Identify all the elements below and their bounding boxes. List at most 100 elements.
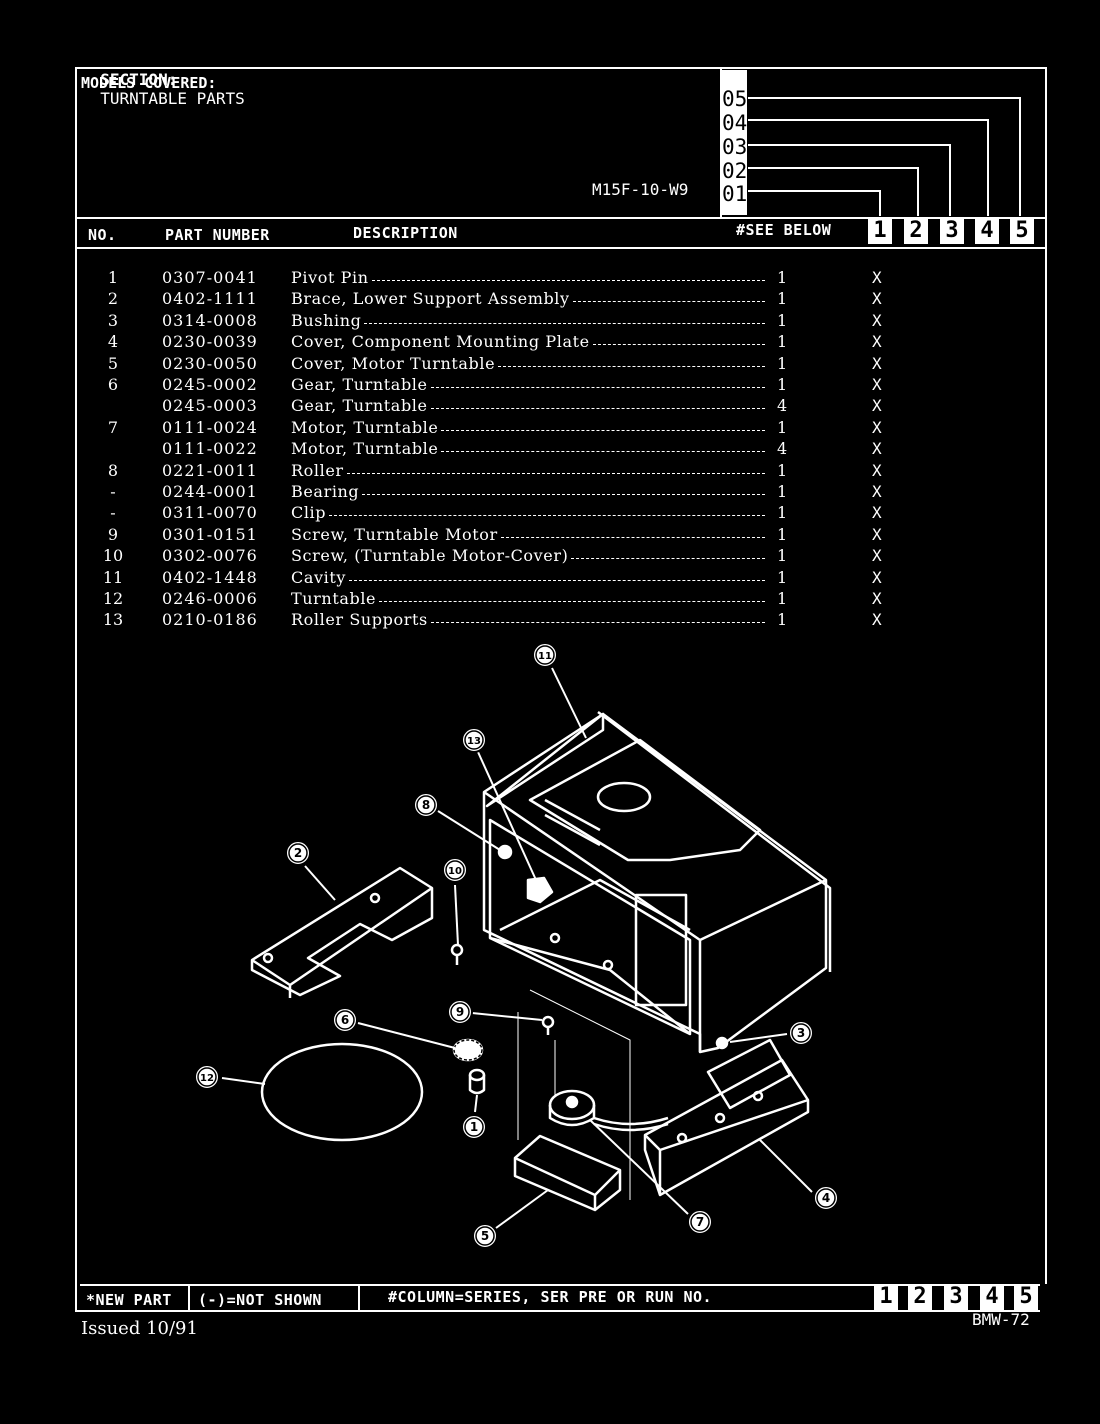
callout-ring-5 [475, 1226, 495, 1246]
part-number: 0301-0151 [162, 524, 258, 544]
pivot-pin-part [468, 1068, 486, 1095]
model-number: M15F-10-W9 [592, 180, 689, 199]
footer-series-2: 2 [908, 1284, 932, 1310]
series-1-mark: X [872, 310, 882, 330]
series-1-mark: X [872, 396, 882, 416]
footer-series-4: 4 [980, 1284, 1004, 1310]
footer-series-5: 5 [1014, 1284, 1038, 1310]
dot-leader [347, 472, 765, 474]
part-number: 0246-0006 [162, 589, 258, 608]
part-quantity: 1 [777, 417, 788, 437]
series-column-divider [720, 67, 722, 217]
parts-row: 9 0301-0151 Screw, Turntable Motor 1 X [0, 525, 1100, 546]
part-description: Screw, Turntable Motor [291, 524, 498, 544]
part-number: 0311-0070 [162, 503, 258, 523]
turntable-part [260, 1042, 424, 1142]
part-quantity: 1 [777, 503, 788, 523]
callout-label-11: 11 [538, 651, 552, 662]
callout-label-2: 2 [294, 846, 302, 860]
part-description: Motor, Turntable [291, 417, 439, 437]
series-1-mark: X [872, 289, 882, 309]
part-description: Motor, Turntable [291, 439, 439, 459]
part-number: 0111-0022 [162, 439, 258, 459]
part-description: Gear, Turntable [291, 396, 428, 416]
footer-new-part: *NEW PART [86, 1291, 172, 1309]
series-1-mark: X [872, 332, 882, 352]
part-number: 0245-0003 [162, 396, 258, 416]
dot-leader [349, 579, 765, 581]
dot-leader [501, 536, 765, 538]
part-quantity: 1 [777, 460, 788, 480]
dot-leader [498, 365, 765, 367]
dot-leader [364, 322, 765, 324]
part-item-number: 12 [102, 589, 124, 608]
callout-ring-4 [816, 1188, 836, 1208]
part-quantity: 1 [777, 375, 788, 394]
col-header-part-number: PART NUMBER [165, 226, 270, 244]
part-number: 0402-1448 [162, 567, 258, 587]
series-1-mark: X [872, 524, 882, 544]
dot-leader [571, 558, 765, 560]
part-description: Screw, (Turntable Motor-Cover) [291, 546, 569, 566]
callout-ring-10 [445, 860, 465, 880]
callout-ring-7 [690, 1212, 710, 1232]
series-label-01: 01 [722, 182, 748, 206]
callout-label-13: 13 [467, 736, 481, 747]
series-1-mark: X [872, 268, 882, 287]
col-header-series-5: 5 [1010, 218, 1034, 244]
roller-supports-part [526, 876, 554, 904]
assembly-guide-lines [517, 989, 631, 1200]
part-item-number: 3 [107, 310, 119, 330]
callout-ring-3 [791, 1023, 811, 1043]
part-description: Bushing [291, 310, 362, 330]
part-item-number: 9 [107, 524, 119, 544]
motor-part [548, 1089, 669, 1132]
dot-leader [593, 344, 765, 346]
part-item-number: 7 [107, 417, 119, 437]
models-covered-label: MODELS COVERED: [81, 74, 217, 92]
footer-column-note: #COLUMN=SERIES, SER PRE OR RUN NO. [388, 1288, 713, 1306]
series-1-mark: X [872, 353, 882, 373]
series-1-mark: X [872, 417, 882, 437]
part-quantity: 1 [777, 268, 788, 287]
series-label-05: 05 [722, 87, 748, 111]
part-number: 0314-0008 [162, 310, 258, 330]
part-quantity: 1 [777, 546, 788, 566]
section-name: TURNTABLE PARTS [100, 89, 245, 108]
dot-leader [441, 429, 765, 431]
series-1-mark: X [872, 546, 882, 566]
series-1-mark: X [872, 589, 882, 608]
section-label: SECTION: [100, 70, 178, 89]
series-1-mark: X [872, 460, 882, 480]
part-item-number: - [110, 482, 116, 501]
callout-label-8: 8 [422, 798, 430, 812]
part-item-number: 1 [107, 268, 119, 287]
callout-label-12: 12 [200, 1073, 214, 1084]
part-description: Gear, Turntable [291, 375, 428, 394]
dot-leader [329, 515, 765, 517]
part-description: Turntable [291, 589, 377, 608]
parts-sheet-frame [75, 67, 1047, 1312]
footer-sep-2 [358, 1286, 360, 1312]
part-quantity: 1 [777, 482, 788, 501]
callout-ring-6 [335, 1010, 355, 1030]
part-quantity: 1 [777, 524, 788, 544]
series-1-mark: X [872, 503, 882, 523]
dot-leader [362, 494, 765, 495]
cavity-part [482, 711, 832, 1054]
motor-cover-part [513, 1134, 622, 1212]
part-item-number: 6 [107, 375, 119, 394]
part-item-number: 2 [107, 289, 119, 309]
